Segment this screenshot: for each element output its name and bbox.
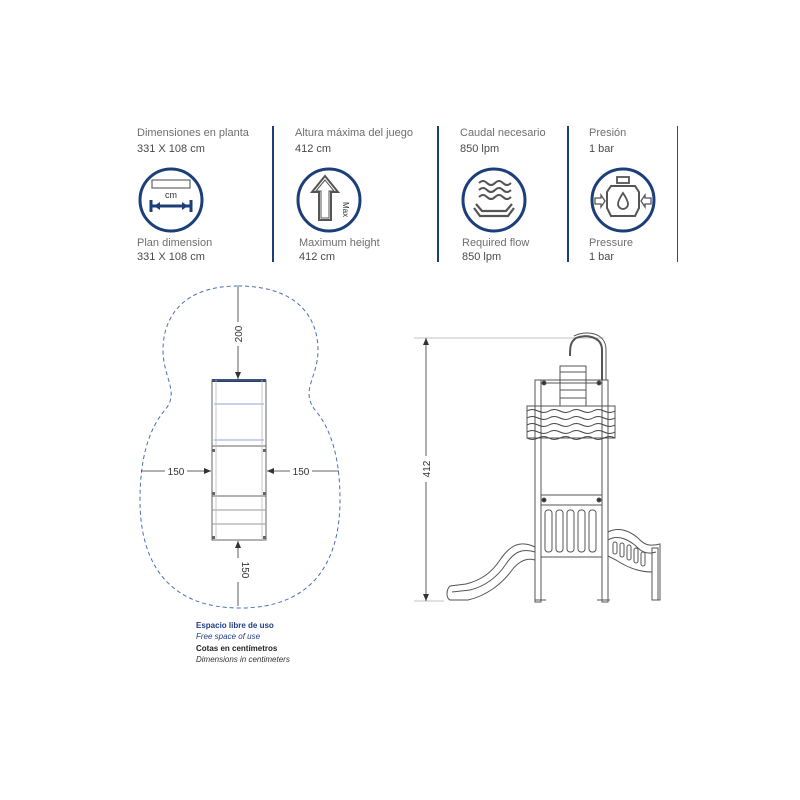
max-height-icon: Max: [296, 167, 362, 233]
spec-divider: [272, 126, 274, 262]
plan-dim-bottom: 150: [239, 562, 250, 579]
spec-label-es: Dimensiones en planta: [137, 127, 249, 139]
spec-label-en: Pressure: [589, 237, 634, 249]
plan-dimension-lines: [141, 287, 339, 606]
spec-value-es: 850 lpm: [460, 143, 500, 155]
spec-value-en: 331 X 108 cm: [137, 251, 205, 263]
plan-dim-right: 150: [293, 467, 310, 478]
pressure-icon: [590, 167, 656, 233]
legend-free-space-en: Free space of use: [196, 632, 261, 641]
spec-divider: [567, 126, 569, 262]
spec-value-en: 412 cm: [299, 251, 336, 263]
equipment-plan: [211, 379, 267, 541]
spec-label-es: Caudal necesario: [460, 127, 546, 139]
spec-label-en: Plan dimension: [137, 237, 213, 249]
legend-dimensions-es: Cotas en centímetros: [196, 644, 278, 653]
height-dimension: [414, 337, 604, 602]
spec-value-es: 331 X 108 cm: [137, 143, 205, 155]
spec-label-es: Presión: [589, 127, 627, 139]
spec-label-en: Maximum height: [299, 237, 380, 249]
plan-dimension-icon-text: cm: [165, 190, 177, 200]
right-slide: [607, 529, 661, 601]
legend-dimensions-en: Dimensions in centimeters: [196, 655, 290, 664]
elevation-height: 412: [422, 460, 433, 477]
free-space-outline: [139, 285, 341, 609]
spec-label-en: Required flow: [462, 237, 530, 249]
max-height-icon-text: Max: [341, 202, 350, 217]
water-tower: [526, 332, 616, 603]
spec-value-es: 412 cm: [295, 143, 332, 155]
plan-dimension-icon: cm: [138, 167, 204, 233]
spec-value-es: 1 bar: [589, 143, 615, 155]
elevation-view: 412: [414, 332, 661, 603]
plan-dim-top: 200: [234, 325, 245, 342]
water-flow-icon: [461, 167, 527, 233]
spec-divider: [677, 126, 678, 262]
plan-view: 200 150 150 150: [139, 285, 341, 609]
spec-value-en: 850 lpm: [462, 251, 502, 263]
spec-value-en: 1 bar: [589, 251, 615, 263]
spec-divider: [437, 126, 439, 262]
legend-free-space-es: Espacio libre de uso: [196, 621, 274, 630]
spec-label-es: Altura máxima del juego: [295, 127, 414, 139]
plan-dim-left: 150: [168, 467, 185, 478]
left-slide: [446, 543, 536, 601]
